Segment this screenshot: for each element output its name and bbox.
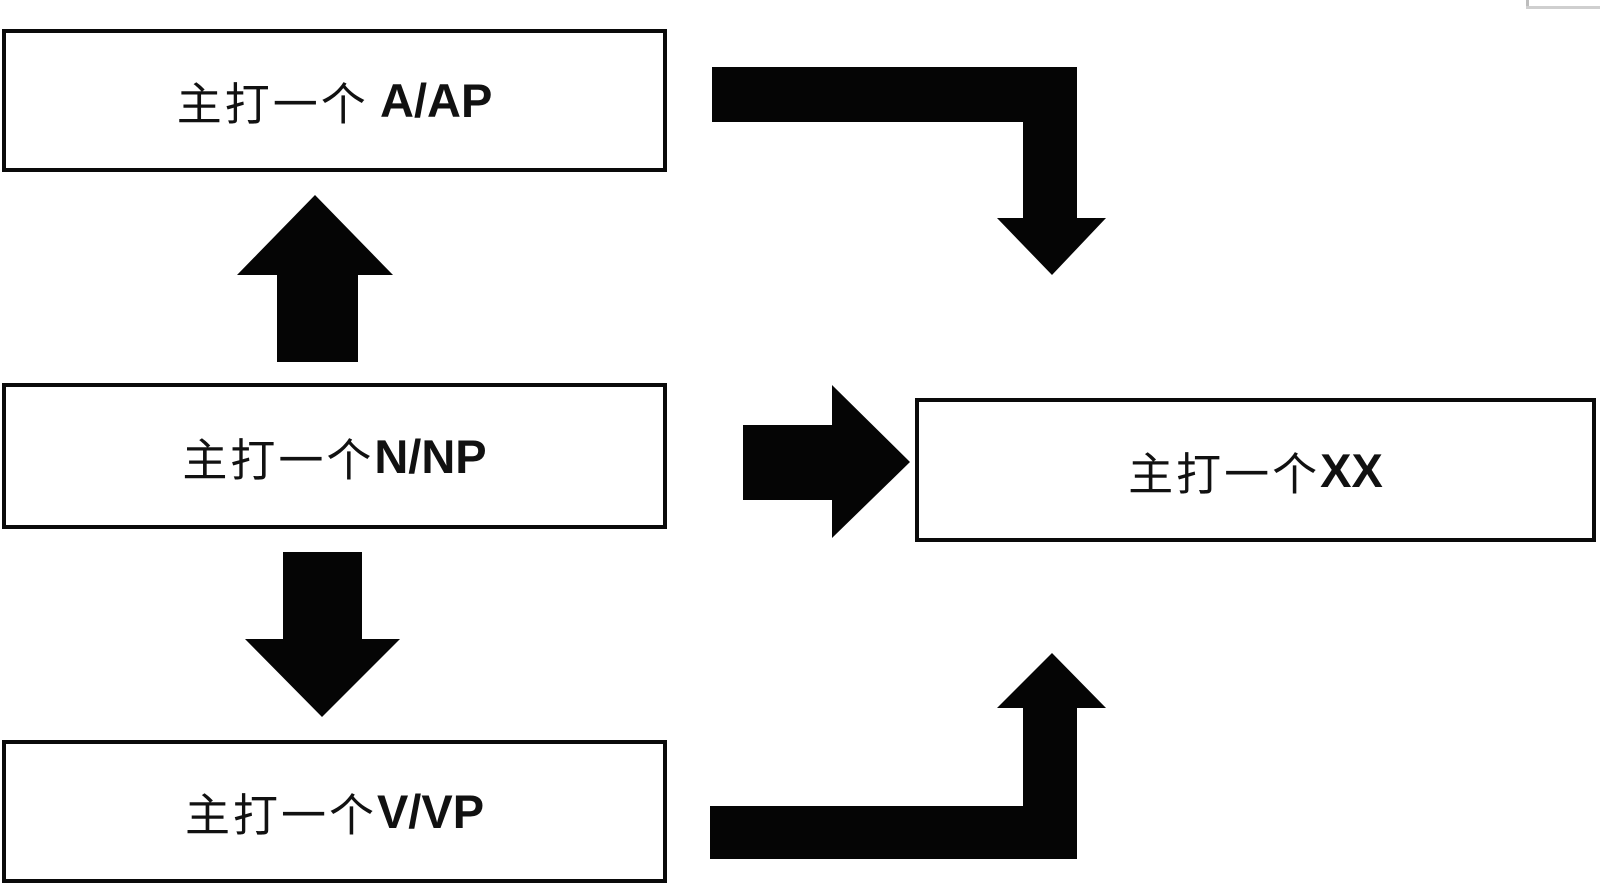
node-xx-label-latin: XX bbox=[1320, 443, 1383, 497]
node-aap-label-cjk: 主打一个 bbox=[176, 80, 369, 130]
arrow-bent-aap-to-xx bbox=[712, 67, 1106, 275]
arrow-bent-vvp-to-xx bbox=[710, 653, 1106, 859]
cropped-window-corner-vertical bbox=[1526, 0, 1529, 9]
arrow-right-nnp-to-xx bbox=[743, 385, 910, 538]
arrow-down-nnp-to-vvp bbox=[245, 552, 400, 717]
node-xx-label-cjk: 主打一个 bbox=[1128, 449, 1321, 500]
arrow-up-nnp-to-aap bbox=[237, 195, 393, 362]
cropped-window-corner-horizontal bbox=[1526, 6, 1600, 9]
node-aap-label-latin: A/AP bbox=[368, 74, 493, 127]
node-aap: 主打一个 A/AP bbox=[2, 29, 667, 172]
node-vvp-label-latin: V/VP bbox=[376, 785, 485, 838]
node-vvp-label-cjk: 主打一个 bbox=[184, 791, 377, 841]
node-nnp-label-latin: N/NP bbox=[374, 429, 487, 483]
node-nnp-label-cjk: 主打一个 bbox=[182, 435, 375, 486]
